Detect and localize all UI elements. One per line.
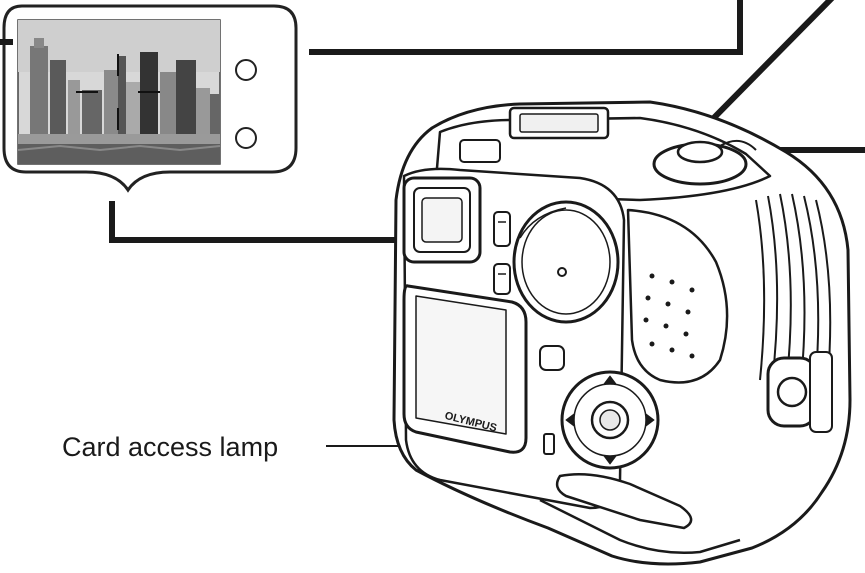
indicator-lamp-lower	[235, 127, 257, 149]
indicator-lamp-upper	[235, 59, 257, 81]
leader-line-lamps	[309, 0, 743, 55]
card-access-lamp	[543, 433, 555, 455]
leader-line-viewfinder	[109, 201, 453, 243]
camera-base	[539, 498, 741, 555]
arrow-pad-icon	[560, 370, 660, 470]
card-access-lamp-label: Card access lamp	[62, 432, 278, 462]
grip-dots	[643, 273, 695, 359]
card-cover	[555, 472, 693, 530]
viewfinder-icon	[402, 176, 482, 264]
mode-dial-icon	[512, 200, 620, 324]
viewfinder-bubble	[2, 4, 298, 193]
strap-eyelet	[766, 351, 833, 433]
diopter-switches	[493, 211, 511, 295]
lcd-monitor-icon	[402, 284, 528, 454]
camera-body-icon	[392, 100, 852, 566]
shutter-button	[652, 139, 757, 186]
monitor-button	[539, 345, 565, 371]
camera-grip	[626, 208, 729, 384]
skyline-preview-icon	[17, 19, 221, 165]
